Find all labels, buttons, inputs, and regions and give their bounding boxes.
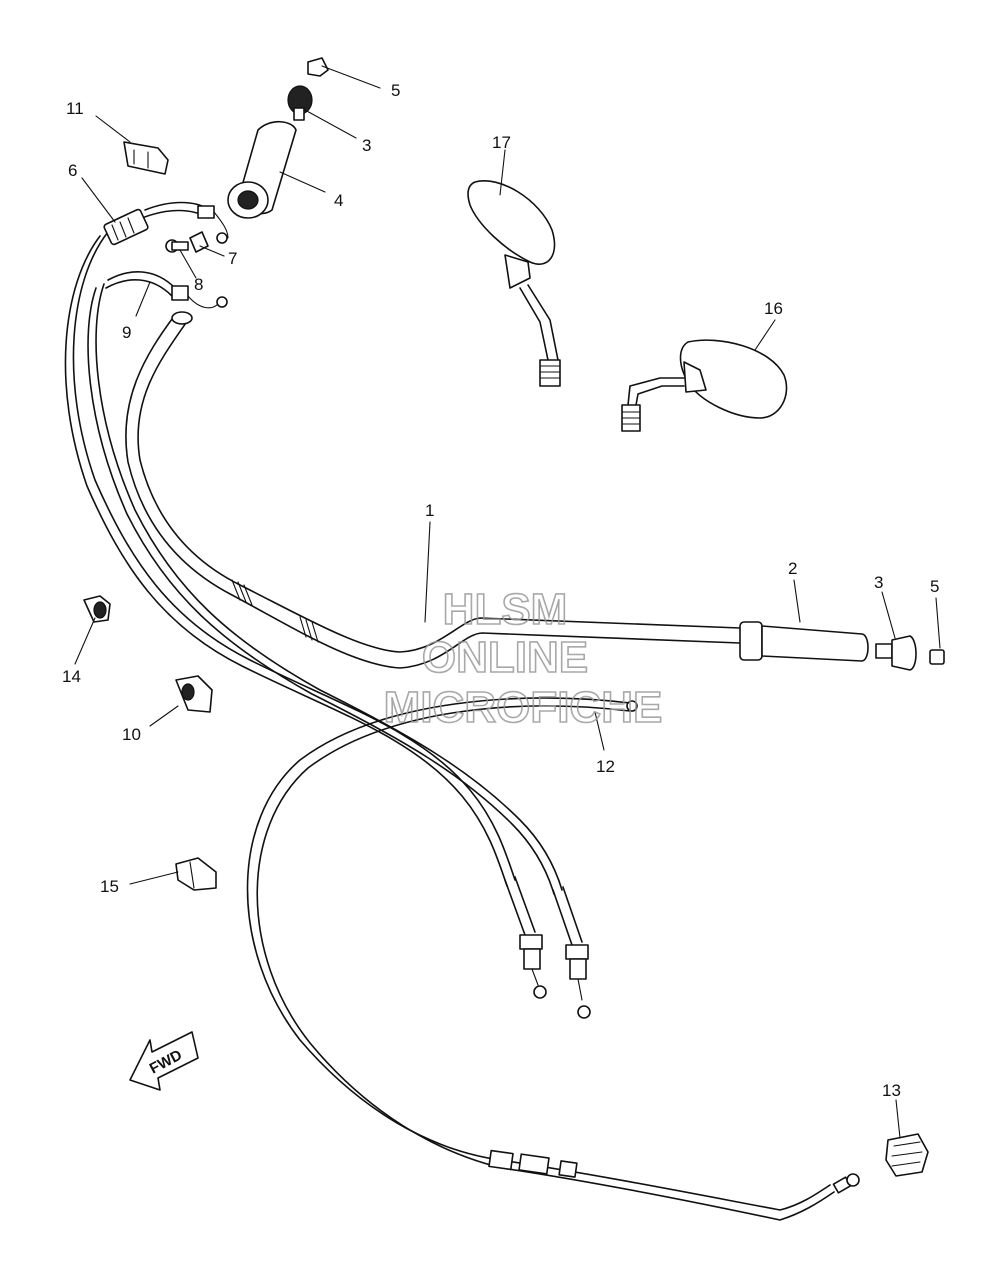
right-grip [739, 621, 869, 662]
screw-left [307, 57, 329, 77]
callout-11: 11 [66, 99, 84, 118]
callout-8: 8 [194, 275, 203, 294]
fwd-direction-arrow: FWD [129, 1031, 199, 1091]
grip-end-right [875, 635, 917, 671]
clutch-cable [246, 697, 860, 1221]
throttle-cable-1 [64, 231, 516, 887]
callout-15: 15 [100, 877, 119, 896]
screw-right [929, 649, 945, 665]
callout-7: 7 [228, 249, 237, 268]
clamp-10 [175, 675, 213, 713]
callout-13: 13 [882, 1081, 901, 1100]
callout-5-left: 5 [391, 81, 400, 100]
watermark-line-2: ONLINE [422, 633, 588, 682]
callout-16: 16 [764, 299, 783, 318]
callout-4: 4 [334, 191, 343, 210]
clamp-14 [83, 595, 111, 623]
callout-12: 12 [596, 757, 615, 776]
bracket-7 [189, 231, 209, 253]
cable-holder-13 [885, 1133, 929, 1177]
cable-end-fitting-right [552, 886, 591, 1019]
callout-14: 14 [62, 667, 81, 686]
throttle-cable-2 [87, 283, 563, 895]
clamp-11 [123, 141, 169, 175]
callout-5-right: 5 [930, 577, 939, 596]
mirror-right [621, 339, 788, 432]
handlebar [125, 311, 741, 669]
callout-6: 6 [68, 161, 77, 180]
cable-adjuster-6 [103, 201, 229, 246]
callout-3-left: 3 [362, 136, 371, 155]
callout-3-right: 3 [874, 573, 883, 592]
callout-9: 9 [122, 323, 131, 342]
watermark-line-1: HLSM [443, 585, 568, 634]
callout-labels: 1 2 3 3 4 5 5 6 7 8 9 10 11 12 13 14 15 … [62, 81, 939, 1100]
watermark: HLSM ONLINE MICROFICHE [383, 584, 663, 733]
cable-end-fitting-left [504, 876, 547, 999]
callout-1: 1 [425, 501, 434, 520]
clamp-15 [175, 857, 217, 891]
callout-2: 2 [788, 559, 797, 578]
cable-9 [105, 271, 228, 309]
callout-10: 10 [122, 725, 141, 744]
leader-lines [74, 65, 941, 1139]
throttle-grip [227, 120, 297, 219]
watermark-line-3: MICROFICHE [384, 683, 663, 732]
callout-17: 17 [492, 133, 511, 152]
grip-end-left [287, 85, 313, 121]
screw-8 [165, 239, 189, 253]
mirror-left [467, 180, 561, 387]
